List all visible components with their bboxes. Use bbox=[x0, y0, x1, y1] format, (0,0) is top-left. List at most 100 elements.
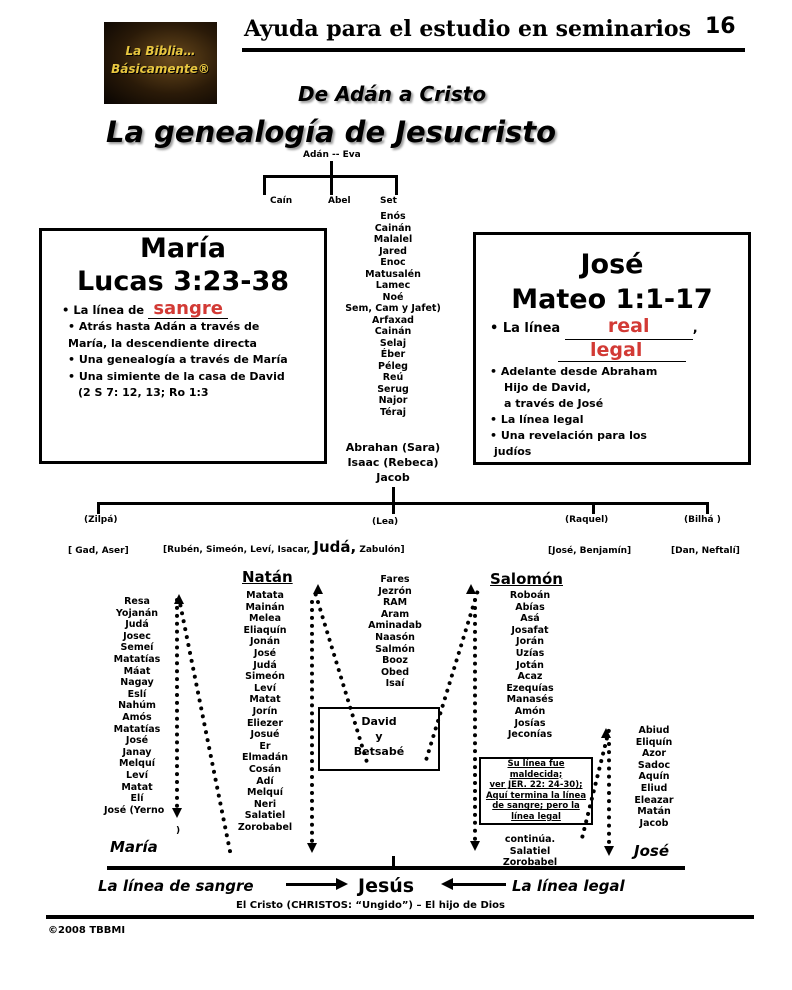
note-line: de sangre; pero la bbox=[492, 801, 580, 812]
ancestor-name: Aram bbox=[380, 608, 410, 620]
ancestor-name: Enós bbox=[380, 211, 406, 222]
ancestor-name: Cainán bbox=[374, 326, 412, 337]
ancestor-name: Selaj bbox=[379, 337, 407, 349]
ancestor-name: Simeón bbox=[245, 671, 285, 683]
blank-real: real bbox=[564, 315, 693, 340]
ancestor-name: Lamec bbox=[375, 280, 411, 291]
ancestor-name: Ezequías bbox=[506, 682, 554, 694]
maria-line-close: ) bbox=[176, 826, 181, 836]
jose-bullet: a través de José bbox=[504, 397, 604, 410]
arrow-down-icon bbox=[172, 808, 182, 818]
maria-bullet: • Atrás hasta Adán a través de bbox=[68, 320, 260, 333]
jose-bullet: Hijo de David, bbox=[504, 381, 591, 394]
ancestor-name: RAM bbox=[382, 597, 408, 609]
jacob-stem bbox=[392, 487, 395, 503]
ancestor-name: Salatiel bbox=[244, 810, 286, 822]
ancestor-name: Aquín bbox=[638, 771, 670, 783]
ancestor-name: Matatías bbox=[113, 723, 161, 735]
ancestor-name: Sadoc bbox=[637, 759, 671, 771]
salomon-head: Salomón bbox=[490, 570, 563, 588]
ancestor-name: Er bbox=[259, 740, 271, 752]
natan-list: Matata Mainán Melea Eliaquín Jonán José … bbox=[225, 590, 305, 833]
patriarch-jacob: Jacob bbox=[376, 471, 410, 484]
betsabe-name: Betsabé bbox=[353, 745, 405, 758]
jose-bullets: • Adelante desde Abraham Hijo de David, … bbox=[490, 364, 748, 460]
ancestor-name: Eslí bbox=[127, 688, 147, 700]
root-stem bbox=[330, 161, 333, 176]
ancestor-name: Zorobabel bbox=[237, 821, 293, 833]
ancestor-name: Jezrón bbox=[378, 585, 412, 597]
maria-box-name: María bbox=[140, 233, 226, 264]
david-name: David bbox=[361, 715, 397, 728]
arrow-left-shaft bbox=[452, 883, 506, 886]
ancestor-name: Amón bbox=[514, 705, 546, 717]
maria-blood-line: • La línea de sangre bbox=[62, 300, 324, 319]
natan-head: Natán bbox=[242, 568, 293, 586]
fill-word-legal: legal bbox=[590, 339, 643, 361]
ancestor-name: Yojanán bbox=[115, 607, 159, 619]
tick-abel bbox=[330, 175, 333, 195]
ancestor-name: Jorín bbox=[252, 705, 278, 717]
ancestor-name: Cosán bbox=[248, 763, 282, 775]
ancestor-name: Nagay bbox=[120, 677, 154, 689]
ancestor-name: Eliezer bbox=[246, 717, 284, 729]
ancestor-name: Reú bbox=[382, 372, 404, 383]
ancestor-name: Matusalén bbox=[365, 268, 421, 280]
child-abel: Abel bbox=[328, 196, 351, 206]
jose-bullet: • Una revelación para los bbox=[490, 429, 647, 442]
arrow-right-icon bbox=[336, 878, 348, 890]
salomon-after-list: continúa. Salatiel Zorobabel bbox=[488, 834, 572, 869]
ancestor-name: Cainán bbox=[374, 222, 412, 234]
ancestor-name: Noé bbox=[382, 291, 404, 303]
ancestor-name: Roboán bbox=[509, 590, 551, 601]
ancestor-name: Salatiel bbox=[509, 845, 551, 857]
maria-bullet: (2 S 7: 12, 13; Ro 1:3 bbox=[78, 386, 209, 399]
ancestor-name: Leví bbox=[254, 682, 276, 694]
logo-text-line2: Básicamente® bbox=[111, 62, 210, 76]
maria-label: María bbox=[110, 838, 158, 856]
note-line: maldecida; bbox=[509, 769, 563, 780]
maria-box-ref: Lucas 3:23-38 bbox=[76, 266, 290, 297]
david-y: y bbox=[375, 730, 383, 743]
logo: La Biblia… Básicamente® bbox=[104, 22, 217, 104]
ancestor-name: José bbox=[125, 735, 149, 747]
ancestor-name: Enoc bbox=[380, 257, 406, 268]
jose-line-row: • La línea real, bbox=[490, 316, 748, 340]
ancestor-name: Semeí bbox=[120, 642, 154, 654]
footer-rule bbox=[46, 915, 754, 919]
note-line: línea legal bbox=[511, 811, 561, 822]
juda-line-list: Fares Jezrón RAM Aram Aminadab Naasón Sa… bbox=[350, 574, 440, 690]
ancestor-name: Jonán bbox=[250, 636, 280, 648]
jose-comma: , bbox=[692, 321, 698, 336]
blank-legal: legal bbox=[558, 340, 686, 362]
fill-word-real: real bbox=[607, 315, 650, 337]
ancestor-name: Azor bbox=[641, 748, 667, 760]
bottom-bar bbox=[107, 866, 685, 870]
ancestor-name: Aminadab bbox=[368, 620, 422, 632]
ancestor-name: Josafat bbox=[511, 624, 549, 636]
arrow-right-shaft bbox=[286, 883, 338, 886]
ancestor-name: Abiud bbox=[638, 725, 670, 736]
jose-label: José bbox=[634, 842, 669, 860]
tick-set bbox=[395, 175, 398, 195]
ancestor-name: Matata bbox=[246, 590, 284, 601]
tribes-bar bbox=[97, 502, 709, 505]
jose-bullet: • Adelante desde Abraham bbox=[490, 365, 658, 378]
ancestor-name: Serug bbox=[377, 383, 409, 395]
jose-box-ref: Mateo 1:1-17 bbox=[511, 284, 713, 315]
note-line: ver JER. 22: 24-30); bbox=[489, 780, 583, 791]
ancestor-name: Josec bbox=[123, 630, 151, 642]
ancestor-name: Amós bbox=[122, 711, 152, 723]
ancestor-name: Matat bbox=[249, 694, 281, 706]
ancestor-name: Máat bbox=[123, 665, 151, 677]
ancestor-name: Elmadán bbox=[241, 752, 289, 764]
dotted-line-maria-down bbox=[175, 598, 179, 808]
ancestor-name: Jeconías bbox=[507, 729, 553, 741]
ancestor-name: Jared bbox=[379, 245, 407, 257]
blood-line-label: La línea de sangre bbox=[98, 877, 254, 895]
page-title: La genealogía de Jesucristo bbox=[106, 115, 557, 149]
mother-bilha: (Bilhá ) bbox=[684, 515, 721, 525]
ancestor-name: Resa bbox=[124, 596, 150, 607]
ancestor-name: Janay bbox=[122, 746, 152, 758]
ancestor-name: Matat bbox=[121, 781, 153, 793]
